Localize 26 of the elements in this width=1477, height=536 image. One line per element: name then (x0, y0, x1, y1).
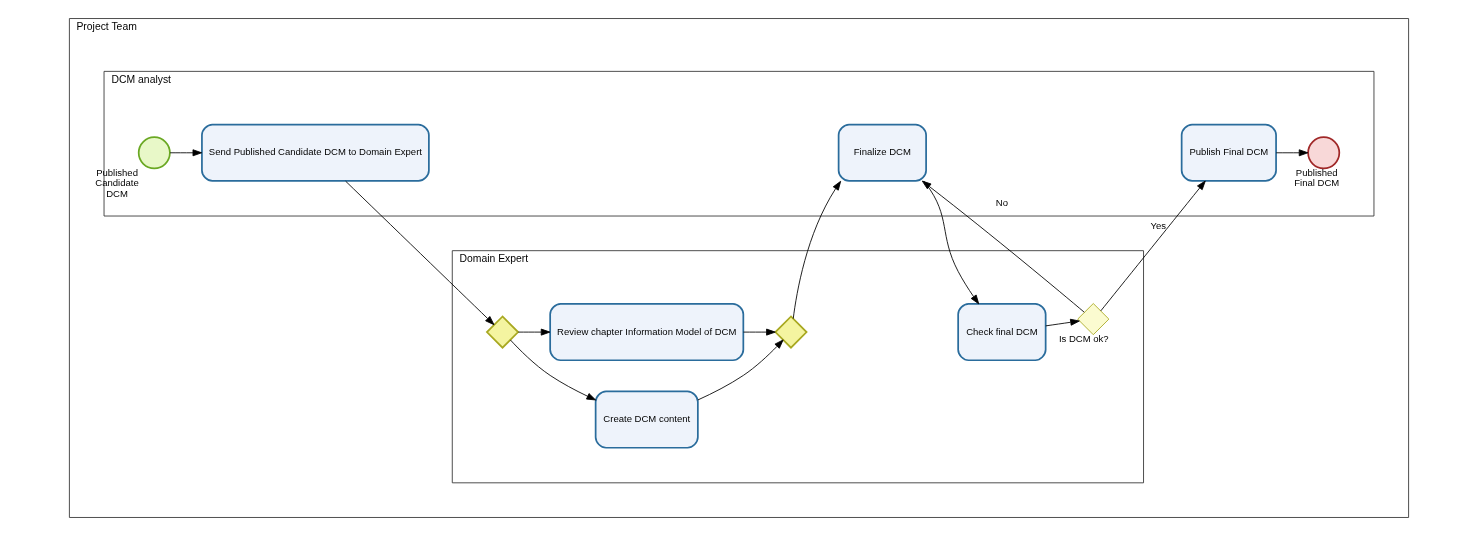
node-box: Create DCM content (594, 390, 699, 449)
node-box: Finalize DCM (837, 123, 927, 182)
edge-label: Yes (1150, 219, 1166, 231)
arrow (1044, 318, 1080, 327)
node-box: Review chapter Information Model of DCM (548, 303, 744, 362)
arrow (696, 339, 784, 401)
arrow (921, 180, 1085, 313)
edge-label: No (995, 197, 1008, 209)
node-box: Check final DCM (956, 303, 1046, 362)
arrow (517, 328, 550, 336)
node-box: Send Published Candidate DCM to Domain Expert (200, 123, 430, 182)
arrow (792, 180, 841, 319)
node-label: Is DCM ok? (1058, 333, 1109, 345)
arrow (169, 149, 202, 157)
arrow (1275, 149, 1308, 157)
arrow (922, 180, 979, 305)
arrow (344, 180, 494, 326)
node-label: Published Final DCM (1293, 167, 1339, 189)
node-circle (1306, 136, 1340, 170)
arrow (509, 339, 596, 401)
node-box: Publish Final DCM (1180, 123, 1277, 182)
node-diamond (1076, 303, 1109, 336)
arrow (1099, 180, 1206, 312)
node-label: Published Candidate DCM (94, 167, 139, 199)
node-circle (137, 136, 171, 170)
arrow (742, 328, 776, 336)
